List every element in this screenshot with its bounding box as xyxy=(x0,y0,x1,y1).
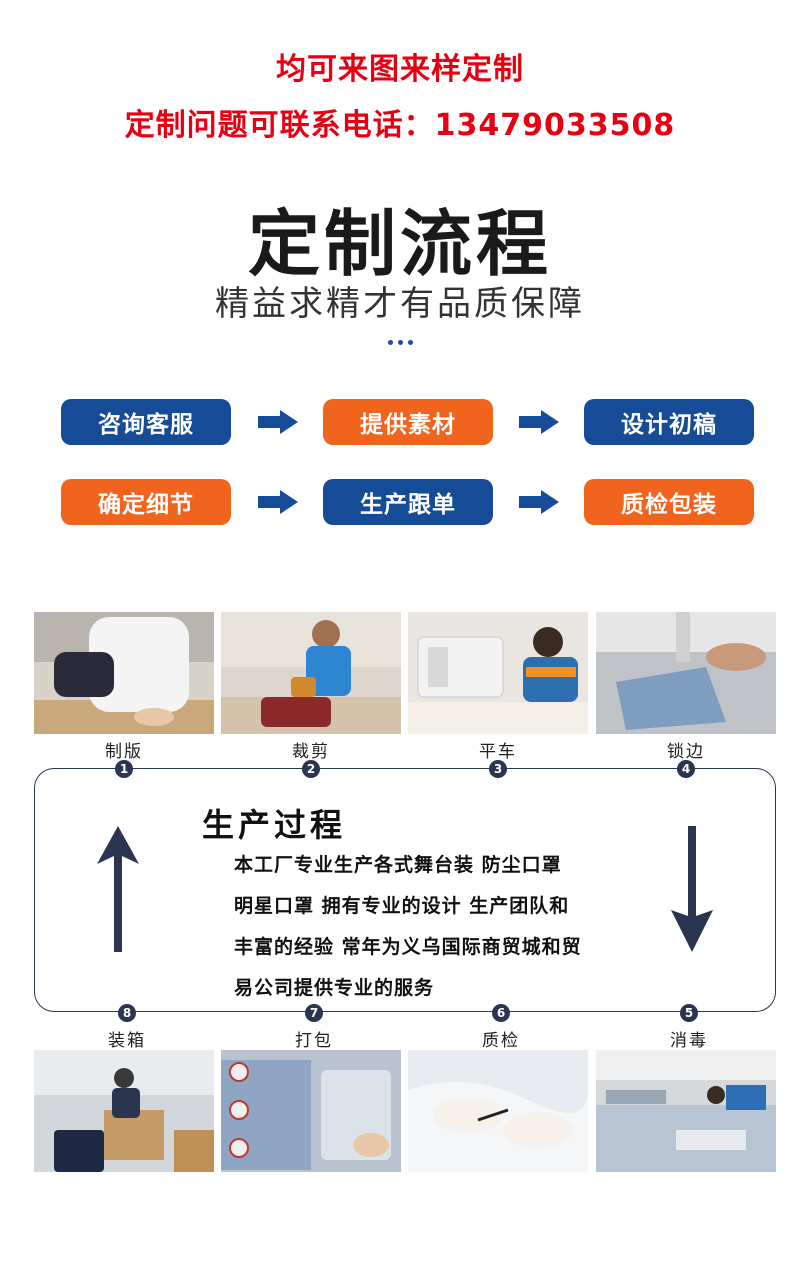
step-number-badge: 8 xyxy=(118,1004,136,1022)
step-material: 提供素材 xyxy=(323,399,493,445)
step-production: 生产跟单 xyxy=(323,479,493,525)
step-consult: 咨询客服 xyxy=(61,399,231,445)
step-label-sewing: 平车 xyxy=(479,742,517,762)
step-design: 设计初稿 xyxy=(584,399,754,445)
section-title: 定制流程 xyxy=(247,202,552,286)
step-number-badge: 7 xyxy=(305,1004,323,1022)
dots-decoration xyxy=(388,340,413,345)
section-subtitle: 精益求精才有品质保障 xyxy=(215,284,585,324)
step-label-pattern: 制版 xyxy=(105,742,143,762)
step-label-cutting: 裁剪 xyxy=(292,742,330,762)
arrow-up-icon xyxy=(97,826,139,952)
photo-overlocking xyxy=(596,612,776,734)
step-number-badge: 1 xyxy=(115,760,133,778)
process-text-line: 本工厂专业生产各式舞台装 防尘口罩 xyxy=(234,854,562,876)
step-label-boxing: 装箱 xyxy=(108,1031,146,1051)
process-title: 生产过程 xyxy=(202,806,347,844)
arrow-right-icon xyxy=(519,490,559,514)
step-label-overlock: 锁边 xyxy=(667,742,705,762)
step-label-packing: 打包 xyxy=(295,1031,333,1051)
process-panel xyxy=(34,768,776,1012)
photo-sewing xyxy=(408,612,588,734)
step-label-inspection: 质检 xyxy=(482,1031,520,1051)
process-text-line: 易公司提供专业的服务 xyxy=(234,977,435,999)
step-details: 确定细节 xyxy=(61,479,231,525)
step-label-disinfection: 消毒 xyxy=(670,1031,708,1051)
photo-disinfection xyxy=(596,1050,776,1172)
step-number-badge: 5 xyxy=(680,1004,698,1022)
process-text-line: 丰富的经验 常年为义乌国际商贸城和贸 xyxy=(234,936,582,958)
header-line-2: 定制问题可联系电话：13479033508 xyxy=(124,108,676,143)
step-number-badge: 6 xyxy=(492,1004,510,1022)
step-number-badge: 2 xyxy=(302,760,320,778)
header-line-1: 均可来图来样定制 xyxy=(276,52,524,87)
photo-boxing xyxy=(34,1050,214,1172)
step-number-badge: 4 xyxy=(677,760,695,778)
photo-inspection xyxy=(408,1050,588,1172)
arrow-right-icon xyxy=(258,410,298,434)
photo-cutting xyxy=(221,612,401,734)
photo-bagging xyxy=(221,1050,401,1172)
process-text-line: 明星口罩 拥有专业的设计 生产团队和 xyxy=(234,895,570,917)
arrow-down-icon xyxy=(671,826,713,952)
photo-pattern-making xyxy=(34,612,214,734)
step-qc-pack: 质检包装 xyxy=(584,479,754,525)
arrow-right-icon xyxy=(258,490,298,514)
step-number-badge: 3 xyxy=(489,760,507,778)
arrow-right-icon xyxy=(519,410,559,434)
